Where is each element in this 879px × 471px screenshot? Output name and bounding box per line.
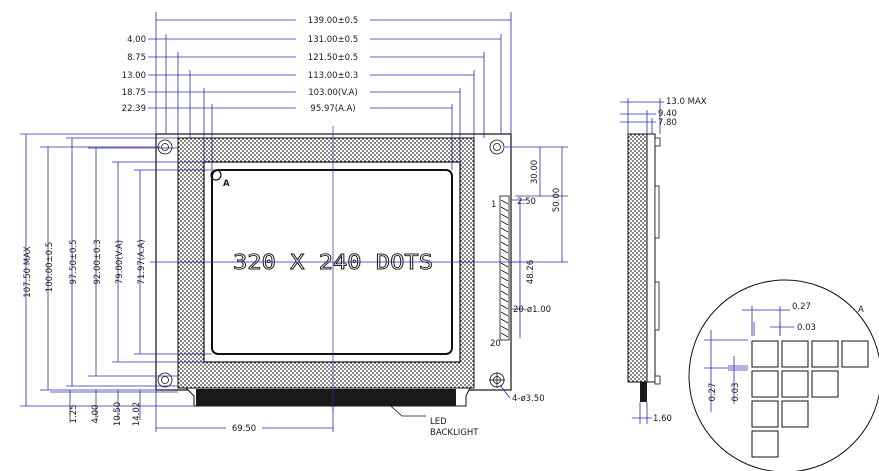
pixel-dot (751, 400, 779, 428)
connector-pin (500, 290, 509, 296)
pixel-dot (781, 400, 809, 428)
dim-overall-height: 107.50 MAX (23, 246, 33, 298)
detail-dim-pitch-x: 0.27 (792, 302, 811, 312)
dim-hole-pitch-x: 131.00±0.5 (308, 35, 358, 45)
side-dim-backlight: 1.60 (653, 414, 672, 424)
connector-pin (500, 234, 509, 240)
side-backlight (640, 382, 647, 402)
pixel-grid (751, 340, 869, 458)
detail-label: A (858, 305, 864, 315)
bottom-offset-4: 14.02 (132, 402, 142, 426)
left-offset-dimensions: 4.00 8.75 13.00 18.75 22.39 (122, 35, 212, 114)
offset-label-4: 18.75 (122, 88, 146, 98)
connector-pin (500, 297, 509, 303)
right-dimensions: 30.00 50.00 2.50 48.26 20-ø1.00 4-ø3.50 (499, 146, 568, 404)
dim-glass-height: 92.00±0.3 (93, 240, 103, 285)
pin-connector (499, 195, 510, 341)
connector-pin (500, 325, 509, 331)
corner-marker (210, 169, 222, 181)
connector-pin (500, 199, 509, 205)
pixel-dot (751, 430, 779, 458)
connector-pin (500, 248, 509, 254)
dim-bezel-width: 121.50±0.5 (308, 53, 358, 63)
connector-pin (500, 318, 509, 324)
dim-pin-pitch: 2.50 (517, 197, 536, 207)
dim-pcb-height: 100.00±0.5 (45, 242, 55, 292)
offset-label-3: 13.00 (122, 71, 146, 81)
connector-pin (500, 206, 509, 212)
pixel-dot (751, 340, 779, 368)
pixel-dot (781, 340, 809, 368)
connector-pin (500, 283, 509, 289)
led-leader (383, 399, 426, 417)
pixel-dot (811, 370, 839, 398)
detail-dim-gap-x: 0.03 (797, 323, 816, 333)
bottom-offset-1: 1.25 (69, 405, 79, 424)
left-dimensions: 107.50 MAX 100.00±0.5 97.50±0.5 92.00±0.… (20, 133, 212, 407)
side-ic-1 (654, 185, 660, 239)
top-dimensions: 139.00±0.5 131.00±0.5 121.50±0.5 113.00±… (155, 12, 512, 170)
side-view: 13.0 MAX 9.40 7.80 1.60 (620, 97, 707, 424)
dim-bezel-height: 97.50±0.5 (69, 240, 79, 285)
bottom-offset-2: 4.00 (91, 405, 101, 424)
dim-pin-holes: 20-ø1.00 (513, 305, 551, 315)
offset-label-1: 4.00 (127, 35, 146, 45)
dim-center-offset: 69.50 (232, 424, 256, 434)
pixel-dot (811, 340, 839, 368)
dim-connector-offset: 30.00 (530, 160, 540, 184)
connector-pin (500, 304, 509, 310)
bottom-offset-3: 10.50 (113, 402, 123, 426)
connector-pin (500, 241, 509, 247)
side-pcb (646, 133, 656, 383)
side-dim-glass: 7.80 (658, 118, 677, 128)
side-ic-2 (654, 281, 660, 331)
pixel-dot (781, 370, 809, 398)
connector-pin (500, 262, 509, 268)
offset-label-5: 22.39 (122, 104, 146, 114)
side-dim-module: 9.40 (658, 109, 677, 119)
pixel-dot (841, 340, 869, 368)
side-dim-total: 13.0 MAX (666, 97, 707, 107)
connector-pin (500, 255, 509, 261)
detail-dim-gap-y: 0.03 (731, 383, 741, 402)
backlight-label: BACKLIGHT (430, 428, 479, 438)
pixel-dot (751, 370, 779, 398)
corner-label: A (223, 179, 230, 189)
pin-first-label: 1 (491, 200, 496, 210)
detail-dim-pitch-y: 0.27 (708, 383, 718, 402)
bottom-dimensions: 1.25 4.00 10.50 14.02 69.50 (50, 390, 334, 434)
backlight-strip (196, 389, 456, 406)
side-connector (654, 137, 661, 147)
connector-pin (500, 213, 509, 219)
dim-active-height: 71.97(A.A) (137, 239, 147, 284)
connector-pin (500, 269, 509, 275)
offset-label-2: 8.75 (127, 53, 146, 63)
dim-hole-to-center: 50.00 (552, 188, 562, 212)
connector-pin (500, 220, 509, 226)
front-view: A 320 X 240 DOTS 1 20 13 (20, 12, 568, 438)
dim-connector-length: 48.26 (526, 260, 536, 284)
led-label: LED (430, 417, 447, 427)
dim-viewing-width: 103.00(V.A) (308, 88, 358, 98)
dim-active-width: 95.97(A.A) (310, 104, 355, 114)
connector-pin (500, 227, 509, 233)
dim-viewing-height: 79.00(V.A) (115, 240, 125, 284)
connector-pin (500, 332, 509, 338)
dim-overall-width: 139.00±0.5 (308, 16, 358, 26)
connector-pin (500, 276, 509, 282)
pin-last-label: 20 (490, 339, 501, 349)
connector-pin (500, 311, 509, 317)
dim-glass-width: 113.00±0.3 (308, 71, 358, 81)
dim-mounting-holes: 4-ø3.50 (512, 394, 545, 404)
detail-view-a: A 0.27 0.03 0.27 0.03 (688, 279, 879, 471)
side-bezel (627, 133, 648, 383)
